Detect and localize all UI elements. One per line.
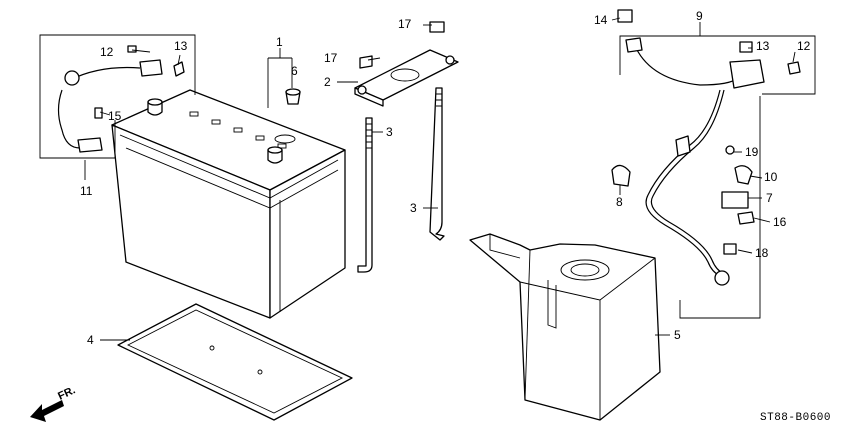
callout-17: 17 — [324, 51, 338, 65]
battery-tray — [117, 303, 353, 421]
callout-12: 12 — [100, 45, 114, 59]
callout-3: 3 — [386, 125, 393, 139]
callout-2: 2 — [324, 75, 331, 89]
front-label: FR. — [56, 384, 77, 402]
callout-18: 18 — [755, 246, 769, 260]
setting-plate — [354, 21, 459, 107]
callout-1: 1 — [276, 35, 283, 49]
small-parts — [611, 145, 755, 255]
callout-4: 4 — [87, 333, 94, 347]
hold-down-rod-left — [357, 117, 373, 273]
battery-box — [469, 233, 661, 421]
callout-13: 13 — [174, 39, 188, 53]
callout-13: 13 — [756, 39, 770, 53]
front-arrow-icon — [30, 400, 64, 422]
negative-cable-assembly — [39, 34, 196, 159]
callout-17: 17 — [398, 17, 412, 31]
callout-19: 19 — [745, 145, 759, 159]
battery — [111, 89, 346, 319]
callout-9: 9 — [696, 9, 703, 23]
hold-down-rod-right — [429, 87, 445, 241]
callout-11: 11 — [80, 184, 93, 198]
callout-labels: 1 2 3 3 4 5 6 7 8 9 10 11 12 12 13 13 14… — [80, 9, 811, 347]
front-direction-arrow: FR. — [30, 384, 77, 422]
callout-5: 5 — [674, 328, 681, 342]
callout-8: 8 — [616, 195, 623, 209]
callout-3: 3 — [410, 201, 417, 215]
leader-lines — [84, 17, 796, 341]
callout-15: 15 — [108, 109, 122, 123]
terminal-cap — [285, 88, 301, 105]
callout-10: 10 — [764, 170, 778, 184]
diagram-code: ST88-B0600 — [760, 412, 831, 424]
callout-14: 14 — [594, 13, 608, 27]
positive-cable-assembly — [617, 9, 816, 319]
callout-12: 12 — [797, 39, 811, 53]
callout-7: 7 — [766, 191, 773, 205]
callout-16: 16 — [773, 215, 787, 229]
callout-6: 6 — [291, 64, 298, 78]
